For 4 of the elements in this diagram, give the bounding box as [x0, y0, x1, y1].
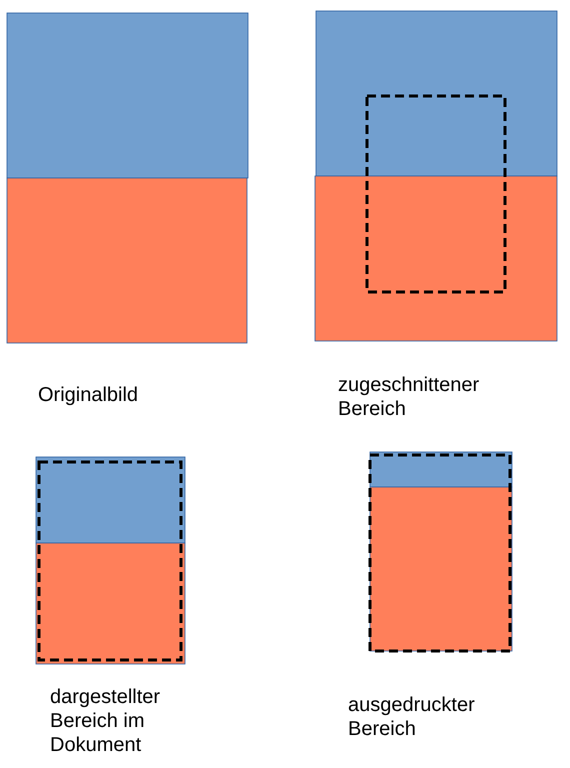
image-caption: Originalbild — [38, 383, 140, 407]
image-caption: zugeschnittener Bereich — [338, 373, 480, 421]
image-caption: dargestellter Bereich im Dokument — [50, 685, 162, 757]
image-caption: ausgedruckter Bereich — [348, 693, 476, 741]
